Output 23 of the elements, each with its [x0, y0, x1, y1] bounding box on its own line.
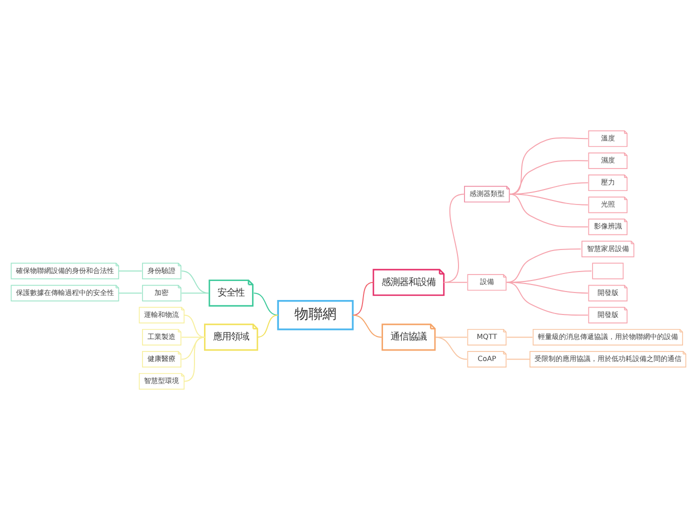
connector: [181, 270, 209, 294]
connector: [508, 194, 588, 228]
connector: [506, 336, 533, 338]
connector: [506, 282, 588, 316]
connector: [184, 336, 206, 382]
connector: [253, 292, 279, 316]
connector: [181, 292, 209, 294]
connector: [181, 336, 206, 360]
node-box: 物聯網: [277, 300, 354, 330]
connector: [352, 282, 374, 316]
connector: [443, 194, 465, 283]
connector: [435, 336, 468, 360]
connector: [352, 314, 382, 338]
connector: [118, 270, 142, 272]
connector: [181, 336, 206, 338]
connector: [256, 314, 279, 338]
connector: [506, 248, 582, 283]
connector: [506, 358, 530, 360]
connector: [118, 292, 142, 294]
node-box: [592, 262, 624, 280]
connector: [508, 194, 588, 206]
connector: [443, 282, 468, 283]
connector: [435, 336, 468, 338]
